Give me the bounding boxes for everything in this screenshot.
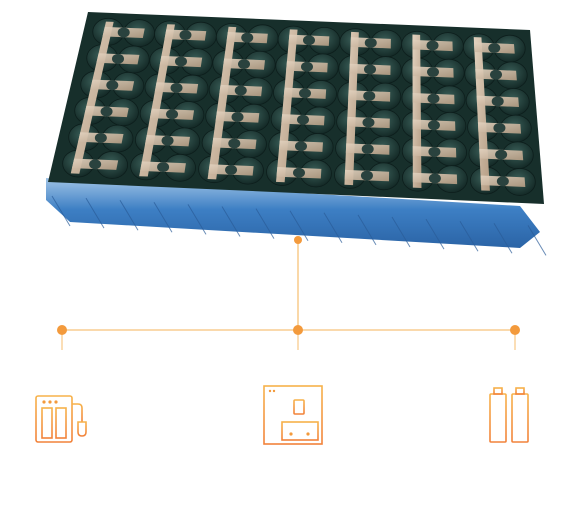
strip-hole <box>228 138 241 149</box>
nickel-strip-bar <box>412 34 422 188</box>
side-seam <box>85 197 105 229</box>
strip-hole <box>428 173 441 184</box>
side-seam <box>119 199 139 231</box>
side-seam <box>527 225 547 256</box>
strip-hole <box>427 67 439 78</box>
strip-hole <box>89 159 102 170</box>
side-seam <box>153 202 173 233</box>
strip-hole <box>490 69 502 80</box>
nickel-strips <box>70 21 526 191</box>
node-dot-right <box>510 325 520 335</box>
strip-hole <box>495 149 508 160</box>
strip-hole <box>94 132 107 143</box>
strip-hole <box>100 106 113 117</box>
side-seam <box>187 204 207 235</box>
side-seam <box>459 220 479 252</box>
strip-hole <box>297 114 309 125</box>
strip-hole <box>427 93 440 104</box>
side-seam <box>357 214 377 246</box>
strip-hole <box>363 90 376 101</box>
home-energy-storage-icon <box>263 385 323 445</box>
strip-hole <box>106 80 119 91</box>
node-dot-left <box>57 325 67 335</box>
strip-hole <box>426 40 439 51</box>
strip-hole <box>170 82 183 93</box>
side-seam <box>255 208 275 239</box>
connector-lines <box>57 236 520 350</box>
strip-hole <box>117 27 130 38</box>
strip-hole <box>293 167 305 178</box>
strip-hole <box>364 64 376 75</box>
strip-hole <box>238 59 250 70</box>
strip-hole <box>234 85 247 96</box>
strip-hole <box>360 170 373 181</box>
strip-hole <box>493 122 506 133</box>
strip-hole <box>361 144 374 155</box>
strip-hole <box>303 35 315 46</box>
strip-hole <box>364 37 377 48</box>
pack-side-wrap <box>46 178 540 248</box>
strip-hole <box>231 112 244 123</box>
strip-hole <box>488 43 501 54</box>
strip-hole <box>295 141 307 152</box>
side-seam <box>221 206 241 237</box>
strip-hole <box>241 32 254 43</box>
strip-hole <box>157 162 170 173</box>
batteries-icon <box>489 387 529 443</box>
node-dot-center <box>293 325 303 335</box>
side-seam <box>51 195 71 227</box>
strip-hole <box>428 146 441 157</box>
strip-hole <box>301 61 313 72</box>
strip-hole <box>362 117 375 128</box>
strip-hole <box>491 96 504 107</box>
strip-hole <box>496 176 509 187</box>
strip-hole <box>166 109 179 120</box>
strip-hole <box>161 135 174 146</box>
side-seam <box>391 216 411 248</box>
strip-hole <box>175 56 187 67</box>
side-seam <box>289 210 309 241</box>
pack-side-cells <box>51 195 547 256</box>
strip-hole <box>112 53 124 64</box>
side-seam <box>425 218 445 250</box>
side-seam <box>323 212 343 244</box>
battery-pack-image <box>46 12 547 256</box>
strip-hole <box>179 30 192 41</box>
power-bank-icon <box>35 395 87 443</box>
node-dot-top <box>294 236 302 244</box>
strip-hole <box>427 120 440 131</box>
strip-hole <box>225 164 238 175</box>
side-seam <box>493 223 513 254</box>
strip-hole <box>299 88 311 99</box>
